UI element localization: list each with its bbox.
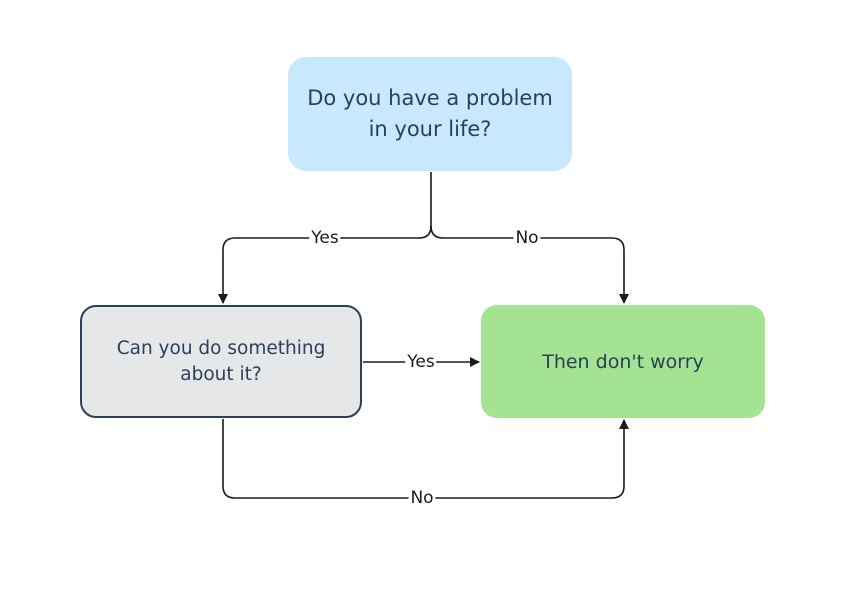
connector-problem-to-dont-worry xyxy=(430,225,629,304)
node-problem-question: Do you have a problem in your life? xyxy=(288,57,572,171)
node-can-do-question: Can you do something about it? xyxy=(80,305,362,418)
edge-label-can-do-yes: Yes xyxy=(405,352,437,372)
edge-label-problem-no: No xyxy=(513,228,541,248)
edge-label-can-do-no: No xyxy=(408,488,436,508)
edge-label-problem-yes: Yes xyxy=(309,228,341,248)
connector-can-do-no xyxy=(222,419,629,499)
node-dont-worry: Then don't worry xyxy=(481,305,765,418)
